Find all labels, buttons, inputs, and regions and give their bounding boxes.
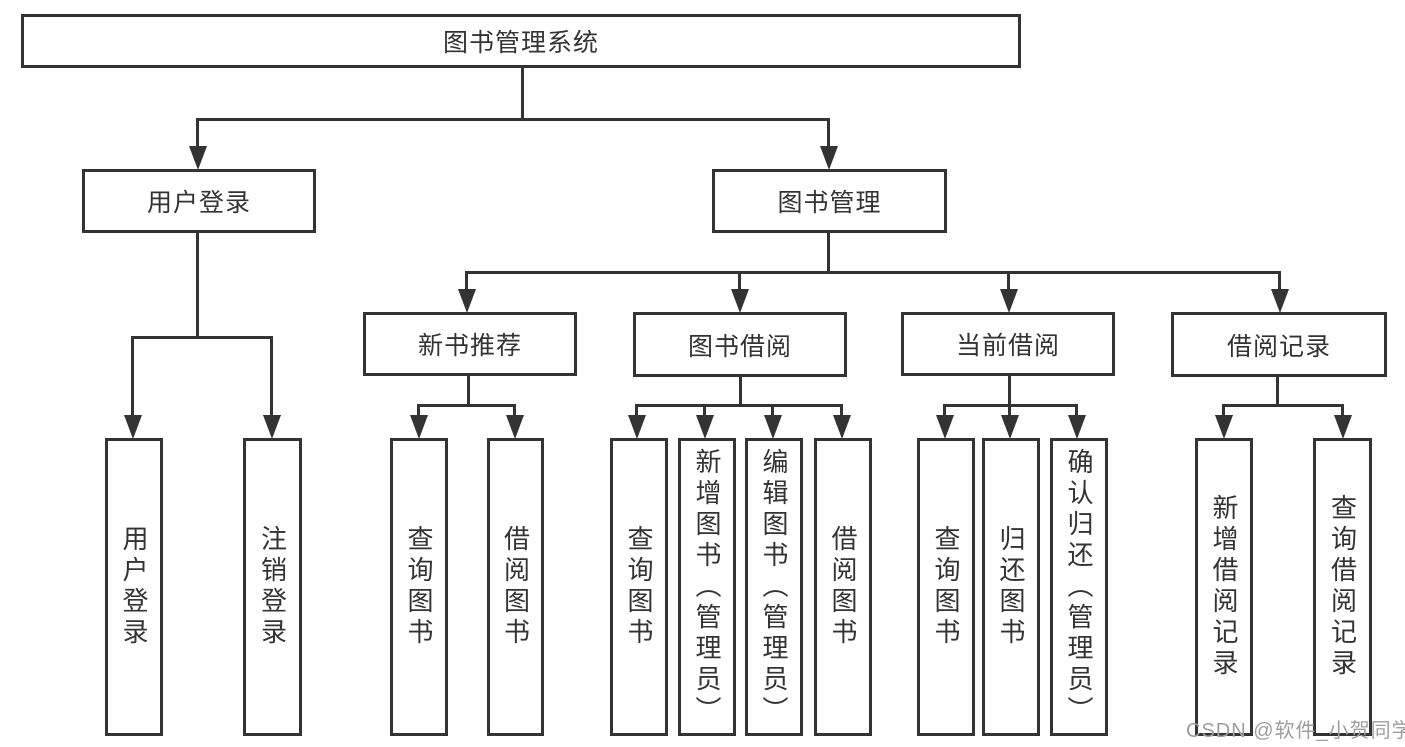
arrow-down-icon bbox=[189, 146, 207, 170]
arrow-down-icon bbox=[936, 415, 954, 439]
leaf-label: 注销登录 bbox=[257, 525, 288, 649]
connector-line bbox=[827, 118, 830, 148]
connector-line bbox=[635, 404, 843, 407]
leaf-label: 查询借阅记录 bbox=[1327, 494, 1358, 680]
leaf-logout: 注销登录 bbox=[243, 438, 302, 736]
connector-line bbox=[1222, 404, 1344, 407]
node-book-borrowing: 图书借阅 bbox=[633, 312, 847, 377]
arrow-down-icon bbox=[124, 415, 142, 439]
node-label: 用户登录 bbox=[146, 189, 251, 217]
connector-line bbox=[840, 404, 843, 417]
connector-line bbox=[703, 404, 706, 417]
connector-line bbox=[771, 404, 774, 417]
leaf-confirm-return-admin: 确认归还（管理员） bbox=[1050, 438, 1108, 736]
connector-line bbox=[465, 271, 1281, 274]
connector-line bbox=[196, 118, 199, 148]
arrow-down-icon bbox=[820, 146, 838, 170]
node-new-book-recommend: 新书推荐 bbox=[363, 312, 577, 376]
node-book-management: 图书管理 bbox=[712, 169, 947, 233]
arrow-down-icon bbox=[1001, 415, 1019, 439]
connector-line bbox=[827, 232, 830, 273]
connector-line bbox=[1222, 404, 1225, 417]
connector-line bbox=[417, 404, 516, 407]
node-label: 图书借阅 bbox=[687, 332, 792, 361]
connector-line bbox=[738, 271, 741, 291]
arrow-down-icon bbox=[458, 289, 476, 313]
connector-line bbox=[467, 375, 470, 407]
connector-line bbox=[1276, 377, 1279, 407]
leaf-label: 查询图书 bbox=[404, 525, 434, 649]
node-label: 图书管理系统 bbox=[442, 29, 599, 57]
leaf-label: 确认归还（管理员） bbox=[1064, 447, 1094, 727]
leaf-borrow-books-borrowing: 借阅图书 bbox=[814, 438, 872, 736]
connector-line bbox=[739, 376, 742, 407]
leaf-query-borrow-record: 查询借阅记录 bbox=[1313, 438, 1372, 736]
connector-line bbox=[513, 404, 516, 417]
node-current-borrowing: 当前借阅 bbox=[901, 312, 1115, 376]
arrow-down-icon bbox=[1000, 289, 1018, 313]
node-user-login: 用户登录 bbox=[82, 169, 316, 233]
leaf-label: 用户登录 bbox=[119, 525, 149, 649]
node-label: 图书管理 bbox=[777, 189, 882, 217]
connector-line bbox=[1075, 404, 1078, 417]
leaf-query-books-borrowing: 查询图书 bbox=[610, 438, 668, 736]
arrow-down-icon bbox=[833, 415, 851, 439]
node-label: 当前借阅 bbox=[955, 332, 1060, 360]
arrow-down-icon bbox=[628, 415, 646, 439]
leaf-label: 查询图书 bbox=[931, 525, 961, 649]
leaf-borrow-books-recommend: 借阅图书 bbox=[487, 438, 544, 736]
leaf-label: 借阅图书 bbox=[828, 525, 858, 649]
connector-line bbox=[1341, 404, 1344, 417]
connector-line bbox=[1278, 271, 1281, 291]
arrow-down-icon bbox=[764, 415, 782, 439]
leaf-query-books-current: 查询图书 bbox=[917, 438, 975, 736]
leaf-add-borrow-record: 新增借阅记录 bbox=[1195, 438, 1253, 736]
arrow-down-icon bbox=[1271, 289, 1289, 313]
connector-line bbox=[943, 404, 946, 417]
connector-line bbox=[270, 336, 273, 416]
arrow-down-icon bbox=[263, 415, 281, 439]
arrow-down-icon bbox=[410, 415, 428, 439]
leaf-edit-book-admin: 编辑图书（管理员） bbox=[745, 438, 803, 736]
node-library-system: 图书管理系统 bbox=[21, 14, 1021, 68]
leaf-label: 借阅图书 bbox=[500, 525, 531, 649]
leaf-label: 新增借阅记录 bbox=[1209, 494, 1239, 680]
arrow-down-icon bbox=[1215, 415, 1233, 439]
leaf-query-books-recommend: 查询图书 bbox=[390, 438, 448, 736]
arrow-down-icon bbox=[1334, 415, 1352, 439]
connector-line bbox=[635, 404, 638, 417]
leaf-add-book-admin: 新增图书（管理员） bbox=[678, 438, 736, 736]
leaf-label: 查询图书 bbox=[624, 525, 654, 649]
leaf-label: 编辑图书（管理员） bbox=[759, 447, 789, 727]
connector-line bbox=[131, 336, 273, 339]
connector-line bbox=[521, 67, 524, 120]
connector-line bbox=[196, 233, 199, 338]
csdn-watermark: CSDN @软件_小贺同学 bbox=[1186, 720, 1405, 742]
connector-line bbox=[196, 118, 830, 121]
leaf-user-login: 用户登录 bbox=[105, 438, 163, 736]
connector-line bbox=[1008, 375, 1011, 407]
leaf-label: 归还图书 bbox=[996, 525, 1026, 649]
connector-line bbox=[1007, 271, 1010, 291]
node-label: 借阅记录 bbox=[1226, 332, 1331, 361]
connector-line bbox=[131, 336, 134, 416]
connector-line bbox=[417, 404, 420, 417]
connector-line bbox=[1008, 404, 1011, 417]
node-borrowing-records: 借阅记录 bbox=[1171, 312, 1387, 377]
arrow-down-icon bbox=[696, 415, 714, 439]
arrow-down-icon bbox=[506, 415, 524, 439]
arrow-down-icon bbox=[1068, 415, 1086, 439]
node-label: 新书推荐 bbox=[417, 332, 522, 360]
leaf-label: 新增图书（管理员） bbox=[692, 447, 722, 727]
leaf-return-book: 归还图书 bbox=[982, 438, 1040, 736]
connector-line bbox=[465, 271, 468, 291]
arrow-down-icon bbox=[731, 289, 749, 313]
